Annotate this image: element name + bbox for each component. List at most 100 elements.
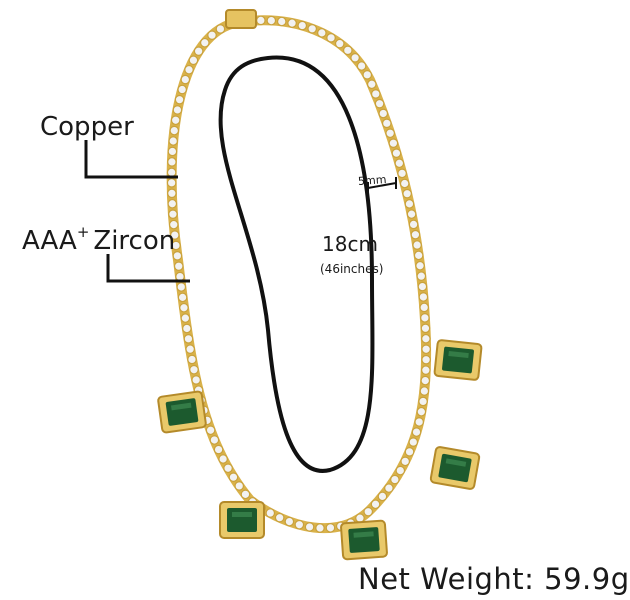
chain-stone <box>378 108 389 119</box>
chain-stone <box>167 157 177 167</box>
chain-stone <box>166 167 177 178</box>
chain-stone <box>170 115 181 126</box>
chain-stone <box>183 334 194 344</box>
chain-stone <box>420 313 430 323</box>
chain-stone <box>177 84 187 95</box>
chain-stone <box>168 136 179 146</box>
chain-stone <box>180 74 191 85</box>
necklace-illustration <box>84 9 483 561</box>
chain-stone <box>184 64 194 75</box>
chain-stone <box>167 188 177 199</box>
width-label: 5mm <box>357 173 387 188</box>
clasp <box>225 9 257 29</box>
copper-callout-line <box>84 140 178 179</box>
chain-stone <box>256 15 266 26</box>
chain-stone <box>421 354 431 365</box>
chain-stone <box>418 396 428 407</box>
chain-stone <box>169 230 180 240</box>
chain-stone <box>406 209 417 219</box>
product-photo: Copper AAA+Zircon 18cm (46inches) 5mm Ne… <box>22 9 629 596</box>
chain-stone <box>207 30 217 40</box>
chain-stone <box>419 302 429 313</box>
chain-stone <box>228 472 239 482</box>
chain-stone <box>218 454 228 464</box>
emerald-pendant <box>433 339 483 381</box>
chain-stone <box>416 406 427 417</box>
chain-stone <box>374 98 385 109</box>
chain-stone <box>362 70 373 80</box>
stone-type: Zircon <box>93 226 176 256</box>
chain-stone <box>399 178 410 189</box>
chain-stone <box>356 61 367 71</box>
emerald-pendant <box>219 501 265 539</box>
chain-stone <box>294 519 305 530</box>
length-label: 18cm <box>322 232 378 256</box>
chain-stone <box>421 344 431 355</box>
chain-stone <box>334 38 345 49</box>
chain-stone <box>171 240 181 251</box>
chain-stone <box>179 302 189 313</box>
net-weight-label: Net Weight: 59.9g <box>358 562 630 596</box>
chain-stone <box>199 37 210 48</box>
emerald-pendants <box>157 339 483 561</box>
chain-stone <box>284 516 295 527</box>
chain-stone <box>416 271 427 281</box>
length-alt-label: (46inches) <box>320 262 384 276</box>
chain-stone <box>367 79 377 90</box>
chain-stone <box>266 15 277 26</box>
emerald-pendant <box>157 390 207 434</box>
chain-stone <box>307 23 318 34</box>
chain-stone <box>420 323 431 334</box>
chain-stone <box>414 417 424 427</box>
chain-stone <box>343 45 353 56</box>
chain-stone <box>421 365 431 375</box>
chain-stone <box>418 292 429 302</box>
chain-stone <box>169 125 180 136</box>
stone-label: AAA+Zircon <box>22 223 176 256</box>
stone-grade-sup: + <box>76 223 90 241</box>
chain-stone <box>404 199 415 209</box>
chain-stone <box>377 491 388 502</box>
chain-stone <box>408 219 419 230</box>
chain-stone <box>315 523 325 533</box>
stone-grade: AAA <box>22 226 77 256</box>
chain-stone <box>172 251 183 261</box>
chain-stone <box>370 499 381 510</box>
chain-stone <box>193 46 204 56</box>
chain-stone <box>408 437 419 447</box>
chain-stone <box>182 323 192 334</box>
chain-stone <box>276 16 287 27</box>
chain-stone <box>350 53 360 63</box>
chain-stone <box>410 229 421 240</box>
chain-stone <box>370 89 381 99</box>
chain-stone <box>234 481 245 491</box>
chain-stone <box>419 386 430 396</box>
chain-stone <box>420 375 431 386</box>
chain-stone <box>187 354 197 365</box>
chain-stone <box>391 148 402 159</box>
chain-stone <box>265 508 276 518</box>
chain-stone <box>168 209 178 220</box>
chain-stone <box>412 240 422 250</box>
chain-stone <box>325 523 336 533</box>
chain-stone <box>274 512 285 523</box>
chain-stone <box>191 375 201 385</box>
chain-stone <box>415 260 425 271</box>
chain-band <box>166 15 432 534</box>
chain-stone <box>205 425 216 436</box>
chain-stone <box>215 24 226 34</box>
chain-stone <box>188 55 199 66</box>
chain-stone <box>394 158 405 169</box>
chain-stone <box>180 313 191 323</box>
chain-stone <box>172 105 183 115</box>
chain-stone <box>287 18 297 28</box>
emerald-pendant <box>340 519 388 561</box>
chain-stone <box>297 20 308 31</box>
chain-stone <box>223 463 233 474</box>
chain-stone <box>388 138 399 148</box>
chain-stone <box>167 146 178 157</box>
chain-stone <box>411 427 422 437</box>
chain-stone <box>177 292 188 303</box>
chain-stone <box>185 344 195 354</box>
chain-stone <box>382 118 392 129</box>
